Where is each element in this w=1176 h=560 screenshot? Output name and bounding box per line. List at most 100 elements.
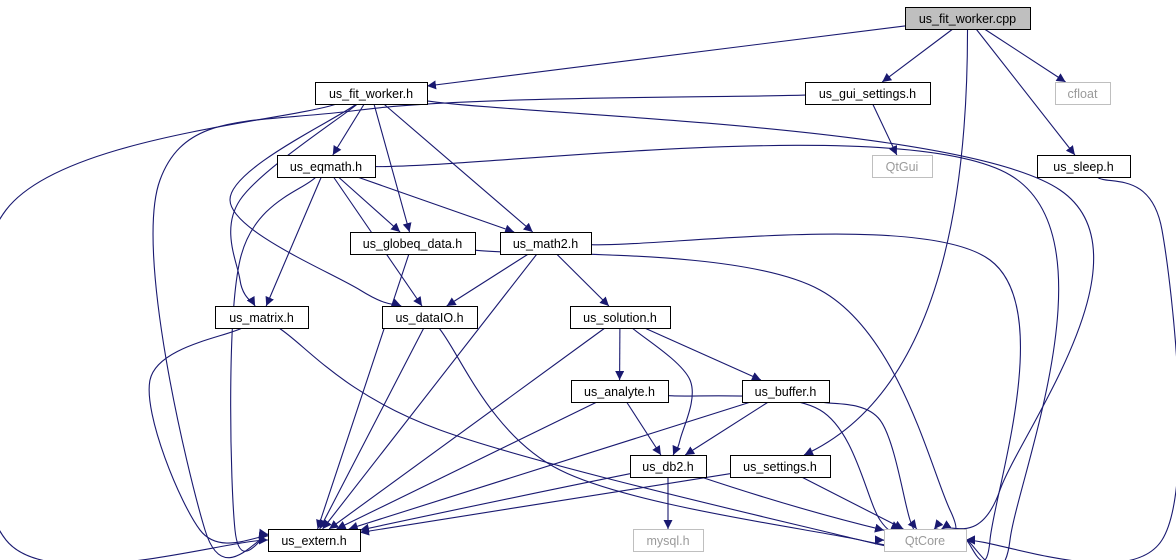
edge-us-eqmath-h-to-qtcore bbox=[374, 144, 1060, 560]
node-us-gui-settings-h[interactable]: us_gui_settings.h bbox=[805, 82, 931, 105]
edge-us-eqmath-h-to-us-math2-h bbox=[357, 176, 515, 234]
edge-us-buffer-h-to-us-db2-h bbox=[684, 401, 769, 456]
edge-us-eqmath-h-to-us-extern-h bbox=[230, 176, 317, 552]
node-box bbox=[570, 306, 671, 329]
node-box bbox=[872, 155, 933, 178]
edge-us-math2-h-to-us-extern-h bbox=[322, 253, 538, 530]
node-label: us_dataIO.h bbox=[395, 311, 463, 325]
edge-us-fit-worker-cpp-to-us-fit-worker-h bbox=[426, 25, 906, 90]
edge-us-fit-worker-h-to-us-eqmath-h bbox=[332, 103, 365, 156]
node-us-matrix-h[interactable]: us_matrix.h bbox=[215, 306, 309, 329]
edge-us-fit-worker-h-to-us-matrix-h bbox=[230, 103, 358, 307]
node-us-solution-h[interactable]: us_solution.h bbox=[570, 306, 671, 329]
node-label: us_sleep.h bbox=[1053, 160, 1114, 174]
node-label: us_matrix.h bbox=[229, 311, 294, 325]
node-box bbox=[500, 232, 592, 255]
edge-us-eqmath-h-to-us-matrix-h bbox=[265, 176, 322, 307]
node-us-fit-worker-cpp[interactable]: us_fit_worker.cpp bbox=[905, 7, 1031, 30]
node-cfloat: cfloat bbox=[1055, 82, 1111, 105]
edge-us-globeq-data-h-to-qtcore bbox=[474, 249, 957, 534]
node-mysql-h: mysql.h bbox=[633, 529, 704, 552]
edge-us-db2-h-to-us-extern-h bbox=[359, 473, 631, 533]
edge-us-solution-h-to-us-db2-h bbox=[631, 327, 693, 456]
edge-us-matrix-h-to-qtcore bbox=[278, 327, 900, 549]
edge-us-analyte-h-to-us-db2-h bbox=[626, 401, 662, 456]
edge-us-fit-worker-h-to-us-globeq-data-h bbox=[373, 103, 412, 233]
node-label: us_analyte.h bbox=[584, 385, 655, 399]
node-label: us_db2.h bbox=[642, 460, 693, 474]
node-us-dataio-h[interactable]: us_dataIO.h bbox=[382, 306, 478, 329]
node-label: us_math2.h bbox=[513, 237, 578, 251]
edge-us-solution-h-to-us-buffer-h bbox=[644, 327, 762, 381]
node-qtcore: QtCore bbox=[884, 529, 967, 552]
node-us-eqmath-h[interactable]: us_eqmath.h bbox=[277, 155, 376, 178]
node-box bbox=[633, 529, 704, 552]
edge-us-fit-worker-cpp-to-cfloat bbox=[984, 28, 1066, 83]
node-label: mysql.h bbox=[646, 534, 689, 548]
node-box bbox=[730, 455, 831, 478]
node-us-fit-worker-h[interactable]: us_fit_worker.h bbox=[315, 82, 428, 105]
node-label: us_solution.h bbox=[583, 311, 657, 325]
node-box bbox=[905, 7, 1031, 30]
edge-us-solution-h-to-us-extern-h bbox=[328, 327, 606, 530]
edge-us-matrix-h-to-us-extern-h bbox=[148, 327, 269, 544]
node-box bbox=[630, 455, 707, 478]
node-box bbox=[215, 306, 309, 329]
edge-us-dataio-h-to-us-extern-h bbox=[319, 327, 425, 530]
node-label: us_extern.h bbox=[281, 534, 346, 548]
node-box bbox=[1037, 155, 1131, 178]
node-box bbox=[742, 380, 830, 403]
node-label: us_fit_worker.cpp bbox=[919, 12, 1016, 26]
edge-us-math2-h-to-us-solution-h bbox=[556, 253, 610, 307]
edge-us-db2-h-to-qtcore bbox=[700, 476, 885, 533]
node-us-extern-h[interactable]: us_extern.h bbox=[268, 529, 361, 552]
node-us-analyte-h[interactable]: us_analyte.h bbox=[571, 380, 669, 403]
edge-us-fit-worker-cpp-to-us-gui-settings-h bbox=[881, 28, 954, 83]
node-box bbox=[884, 529, 967, 552]
node-label: cfloat bbox=[1068, 87, 1098, 101]
node-label: us_fit_worker.h bbox=[329, 87, 413, 101]
edge-us-settings-h-to-qtcore bbox=[801, 476, 904, 530]
node-us-globeq-data-h[interactable]: us_globeq_data.h bbox=[350, 232, 476, 255]
edge-us-globeq-data-h-to-us-extern-h bbox=[316, 253, 410, 530]
edge-us-fit-worker-h-to-qtcore bbox=[426, 100, 1095, 530]
nodes-layer: us_fit_worker.cpp us_fit_worker.h us_gui_s… bbox=[215, 7, 1131, 552]
edge-us-gui-settings-h-to-qtgui bbox=[872, 103, 898, 156]
edge-us-buffer-h-to-us-extern-h bbox=[348, 401, 751, 531]
edge-us-settings-h-to-us-extern-h bbox=[359, 473, 731, 536]
node-us-db2-h[interactable]: us_db2.h bbox=[630, 455, 707, 478]
node-label: QtCore bbox=[905, 534, 945, 548]
node-box bbox=[805, 82, 931, 105]
edge-us-fit-worker-cpp-to-us-sleep-h bbox=[975, 28, 1076, 156]
node-box bbox=[315, 82, 428, 105]
edge-us-math2-h-to-qtcore bbox=[590, 233, 1021, 560]
node-label: us_globeq_data.h bbox=[363, 237, 462, 251]
node-label: us_settings.h bbox=[743, 460, 817, 474]
node-us-settings-h[interactable]: us_settings.h bbox=[730, 455, 831, 478]
edge-us-gui-settings-h-to-us-extern-h bbox=[152, 94, 806, 559]
node-us-math2-h[interactable]: us_math2.h bbox=[500, 232, 592, 255]
edge-us-math2-h-to-us-dataio-h bbox=[446, 253, 529, 307]
edges-layer bbox=[0, 25, 1176, 560]
edge-us-sleep-h-to-qtcore bbox=[965, 176, 1176, 560]
node-label: QtGui bbox=[886, 160, 919, 174]
node-qtgui: QtGui bbox=[872, 155, 933, 178]
node-box bbox=[350, 232, 476, 255]
node-box bbox=[277, 155, 376, 178]
node-us-sleep-h[interactable]: us_sleep.h bbox=[1037, 155, 1131, 178]
edge-us-eqmath-h-to-us-globeq-data-h bbox=[338, 176, 401, 233]
node-label: us_buffer.h bbox=[755, 385, 817, 399]
edge-us-fit-worker-h-to-us-extern-h bbox=[0, 103, 337, 560]
edge-us-fit-worker-h-to-us-dataio-h bbox=[229, 103, 402, 307]
node-box bbox=[382, 306, 478, 329]
node-label: us_eqmath.h bbox=[290, 160, 362, 174]
node-box bbox=[1055, 82, 1111, 105]
node-us-buffer-h[interactable]: us_buffer.h bbox=[742, 380, 830, 403]
node-box bbox=[571, 380, 669, 403]
node-label: us_gui_settings.h bbox=[819, 87, 916, 101]
node-box bbox=[268, 529, 361, 552]
edge-us-fit-worker-cpp-to-us-settings-h bbox=[803, 28, 969, 456]
edge-us-fit-worker-h-to-us-math2-h bbox=[383, 103, 534, 233]
edge-us-dataio-h-to-qtcore bbox=[438, 327, 892, 546]
